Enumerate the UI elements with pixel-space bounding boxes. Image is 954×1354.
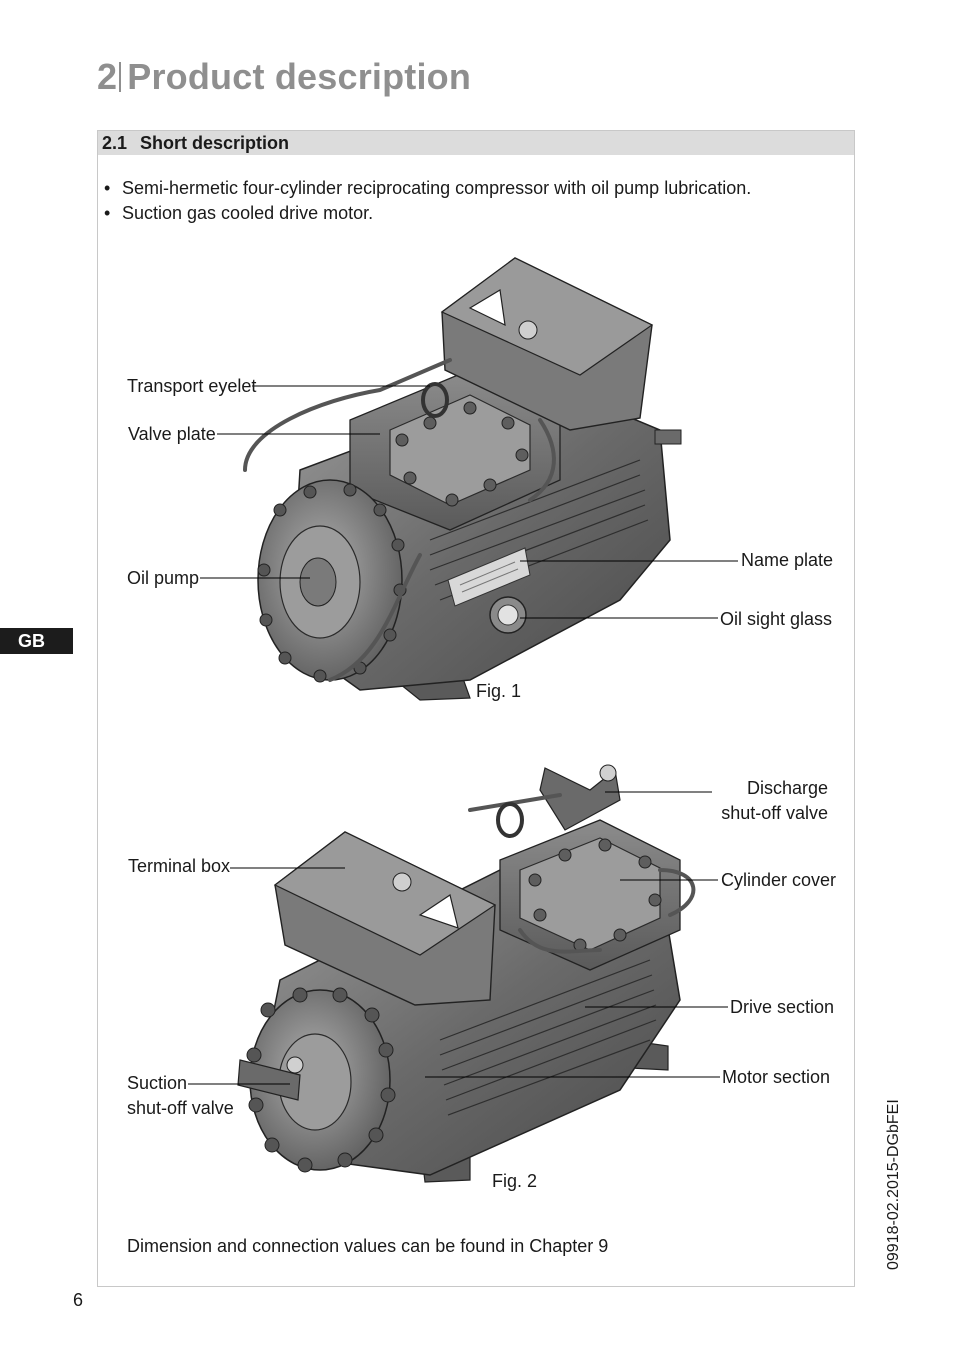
bullet-icon: • [104, 178, 111, 198]
label-discharge-line-2: shut-off valve [721, 803, 828, 823]
list-item: • Suction gas cooled drive motor. [98, 201, 751, 226]
figure-2-compressor [237, 764, 696, 1183]
bullet-icon: • [104, 203, 111, 223]
label-transport-eyelet: Transport eyelet [127, 376, 257, 396]
label-terminal-box: Terminal box [128, 856, 231, 876]
chapter-title-text: Product description [127, 56, 472, 97]
chapter-divider [119, 62, 122, 92]
page-number: 6 [73, 1290, 84, 1310]
content-frame: 2.1 Short description • Semi-hermetic fou… [97, 130, 855, 1287]
section-heading-bar: 2.1 Short description [98, 131, 854, 155]
leader-lines [188, 385, 738, 1085]
figure-1-caption: Fig. 1 [476, 681, 522, 701]
language-tab: GB [0, 628, 73, 654]
label-valve-plate: Valve plate [128, 424, 216, 444]
label-oil-sight-glass: Oil sight glass [720, 609, 833, 629]
footnote: Dimension and connection values can be f… [127, 1236, 609, 1256]
list-item: • Semi-hermetic four-cylinder reciprocati… [98, 176, 751, 201]
document-reference: 09918-02.2015-DGbFEI [885, 1099, 902, 1270]
language-tab-label: GB [18, 631, 45, 651]
section-title: Short description [140, 133, 290, 153]
label-oil-pump: Oil pump [127, 568, 200, 588]
label-motor-section: Motor section [722, 1067, 831, 1087]
label-suction-line-1: Suction [127, 1073, 188, 1093]
label-discharge-line-1: Discharge [746, 778, 828, 798]
label-cylinder-cover: Cylinder cover [721, 870, 837, 890]
figure-2-caption: Fig. 2 [492, 1171, 538, 1191]
feature-list: • Semi-hermetic four-cylinder reciprocati… [98, 176, 751, 226]
bullet-text: Semi-hermetic four-cylinder reciprocatin… [122, 178, 752, 198]
bullet-text: Suction gas cooled drive motor. [122, 203, 374, 223]
label-suction-line-2: shut-off valve [127, 1098, 234, 1118]
figure-1-compressor [243, 257, 682, 701]
chapter-number: 2 [97, 56, 118, 97]
section-number: 2.1 [102, 133, 128, 153]
label-name-plate: Name plate [741, 550, 834, 570]
label-drive-section: Drive section [730, 997, 835, 1017]
